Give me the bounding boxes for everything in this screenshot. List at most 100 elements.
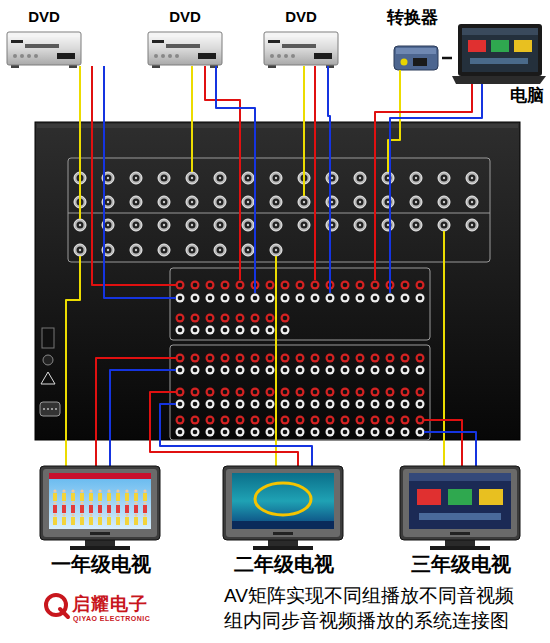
rca-connector	[281, 428, 290, 437]
fuse-holder	[43, 355, 53, 365]
rca-socket	[253, 430, 258, 435]
rca-connector	[341, 354, 350, 363]
rca-socket	[178, 316, 183, 321]
rca-connector	[176, 388, 185, 397]
rca-connector	[236, 314, 245, 323]
bnc-pin	[219, 224, 221, 226]
rca-socket	[193, 402, 198, 407]
dancer-figure	[134, 505, 138, 513]
rca-connector	[281, 366, 290, 375]
bnc-pin	[359, 201, 361, 203]
rca-socket	[178, 390, 183, 395]
bnc-connector	[326, 219, 338, 231]
logo-icon	[46, 595, 68, 617]
bnc-pin	[247, 201, 249, 203]
dvd-button	[161, 54, 165, 58]
bnc-pin	[107, 201, 109, 203]
dancer-figure	[80, 517, 84, 525]
rca-connector	[416, 354, 425, 363]
rca-socket	[178, 402, 183, 407]
computer-cable	[442, 57, 452, 60]
rca-socket	[403, 296, 408, 301]
dancer-head	[71, 501, 74, 504]
bnc-connector	[270, 244, 282, 256]
bnc-pin	[135, 224, 137, 226]
screen-box	[448, 489, 472, 505]
rca-socket	[313, 390, 318, 395]
dvd-button	[20, 54, 24, 58]
rca-connector	[236, 294, 245, 303]
rca-socket	[238, 402, 243, 407]
rca-socket	[283, 390, 288, 395]
rca-socket	[343, 283, 348, 288]
tv-screen	[409, 473, 511, 529]
rca-connector	[281, 354, 290, 363]
rca-connector	[176, 354, 185, 363]
bnc-socket	[189, 247, 196, 254]
rca-connector	[206, 326, 215, 335]
dancer-head	[143, 489, 146, 492]
rca-connector	[311, 400, 320, 409]
rca-connector	[311, 281, 320, 290]
rca-connector	[296, 366, 305, 375]
dancer-head	[62, 489, 65, 492]
dancer-figure	[107, 493, 111, 501]
dancer-figure	[62, 517, 66, 525]
dancer-figure	[143, 517, 147, 525]
dancer-head	[116, 513, 119, 516]
rca-connector	[296, 354, 305, 363]
dancer-figure	[116, 493, 120, 501]
rca-socket	[178, 430, 183, 435]
rca-connector	[296, 400, 305, 409]
rca-socket	[403, 402, 408, 407]
rca-connector	[191, 416, 200, 425]
dancer-head	[107, 513, 110, 516]
bnc-socket	[161, 222, 168, 229]
rca-socket	[253, 368, 258, 373]
rca-socket	[358, 368, 363, 373]
dancer-figure	[89, 493, 93, 501]
bnc-pin	[163, 249, 165, 251]
rca-connector	[326, 416, 335, 425]
rca-connector	[221, 416, 230, 425]
bnc-connector	[214, 244, 226, 256]
rca-connector	[296, 416, 305, 425]
rca-socket	[208, 402, 213, 407]
bnc-socket	[105, 199, 112, 206]
bnc-socket	[273, 175, 280, 182]
rca-connector	[326, 294, 335, 303]
rca-connector	[386, 354, 395, 363]
dancer-head	[107, 501, 110, 504]
dancer-figure	[71, 493, 75, 501]
dancer-head	[134, 489, 137, 492]
dvd-body	[264, 32, 338, 65]
bnc-connector	[438, 196, 450, 208]
av-cable	[104, 66, 176, 298]
rca-socket	[418, 368, 423, 373]
tv-base	[70, 546, 130, 550]
rca-socket	[283, 316, 288, 321]
screen-box	[468, 40, 486, 52]
rca-connector	[191, 314, 200, 323]
rca-connector	[311, 366, 320, 375]
rca-socket	[238, 390, 243, 395]
bnc-pin	[443, 177, 445, 179]
bnc-connector	[158, 244, 170, 256]
rca-socket	[313, 430, 318, 435]
rca-socket	[268, 283, 273, 288]
rca-socket	[208, 328, 213, 333]
rca-connector	[266, 294, 275, 303]
screen-bar	[419, 513, 501, 520]
rca-socket	[418, 390, 423, 395]
rca-socket	[193, 296, 198, 301]
rca-socket	[403, 418, 408, 423]
rca-connector	[236, 354, 245, 363]
bnc-pin	[331, 224, 333, 226]
rca-socket	[343, 368, 348, 373]
device-label: 二年级电视	[234, 552, 334, 576]
bnc-socket	[217, 199, 224, 206]
dancer-head	[53, 513, 56, 516]
dvd-top	[265, 33, 337, 37]
rca-connector	[206, 314, 215, 323]
dancer-head	[98, 489, 101, 492]
